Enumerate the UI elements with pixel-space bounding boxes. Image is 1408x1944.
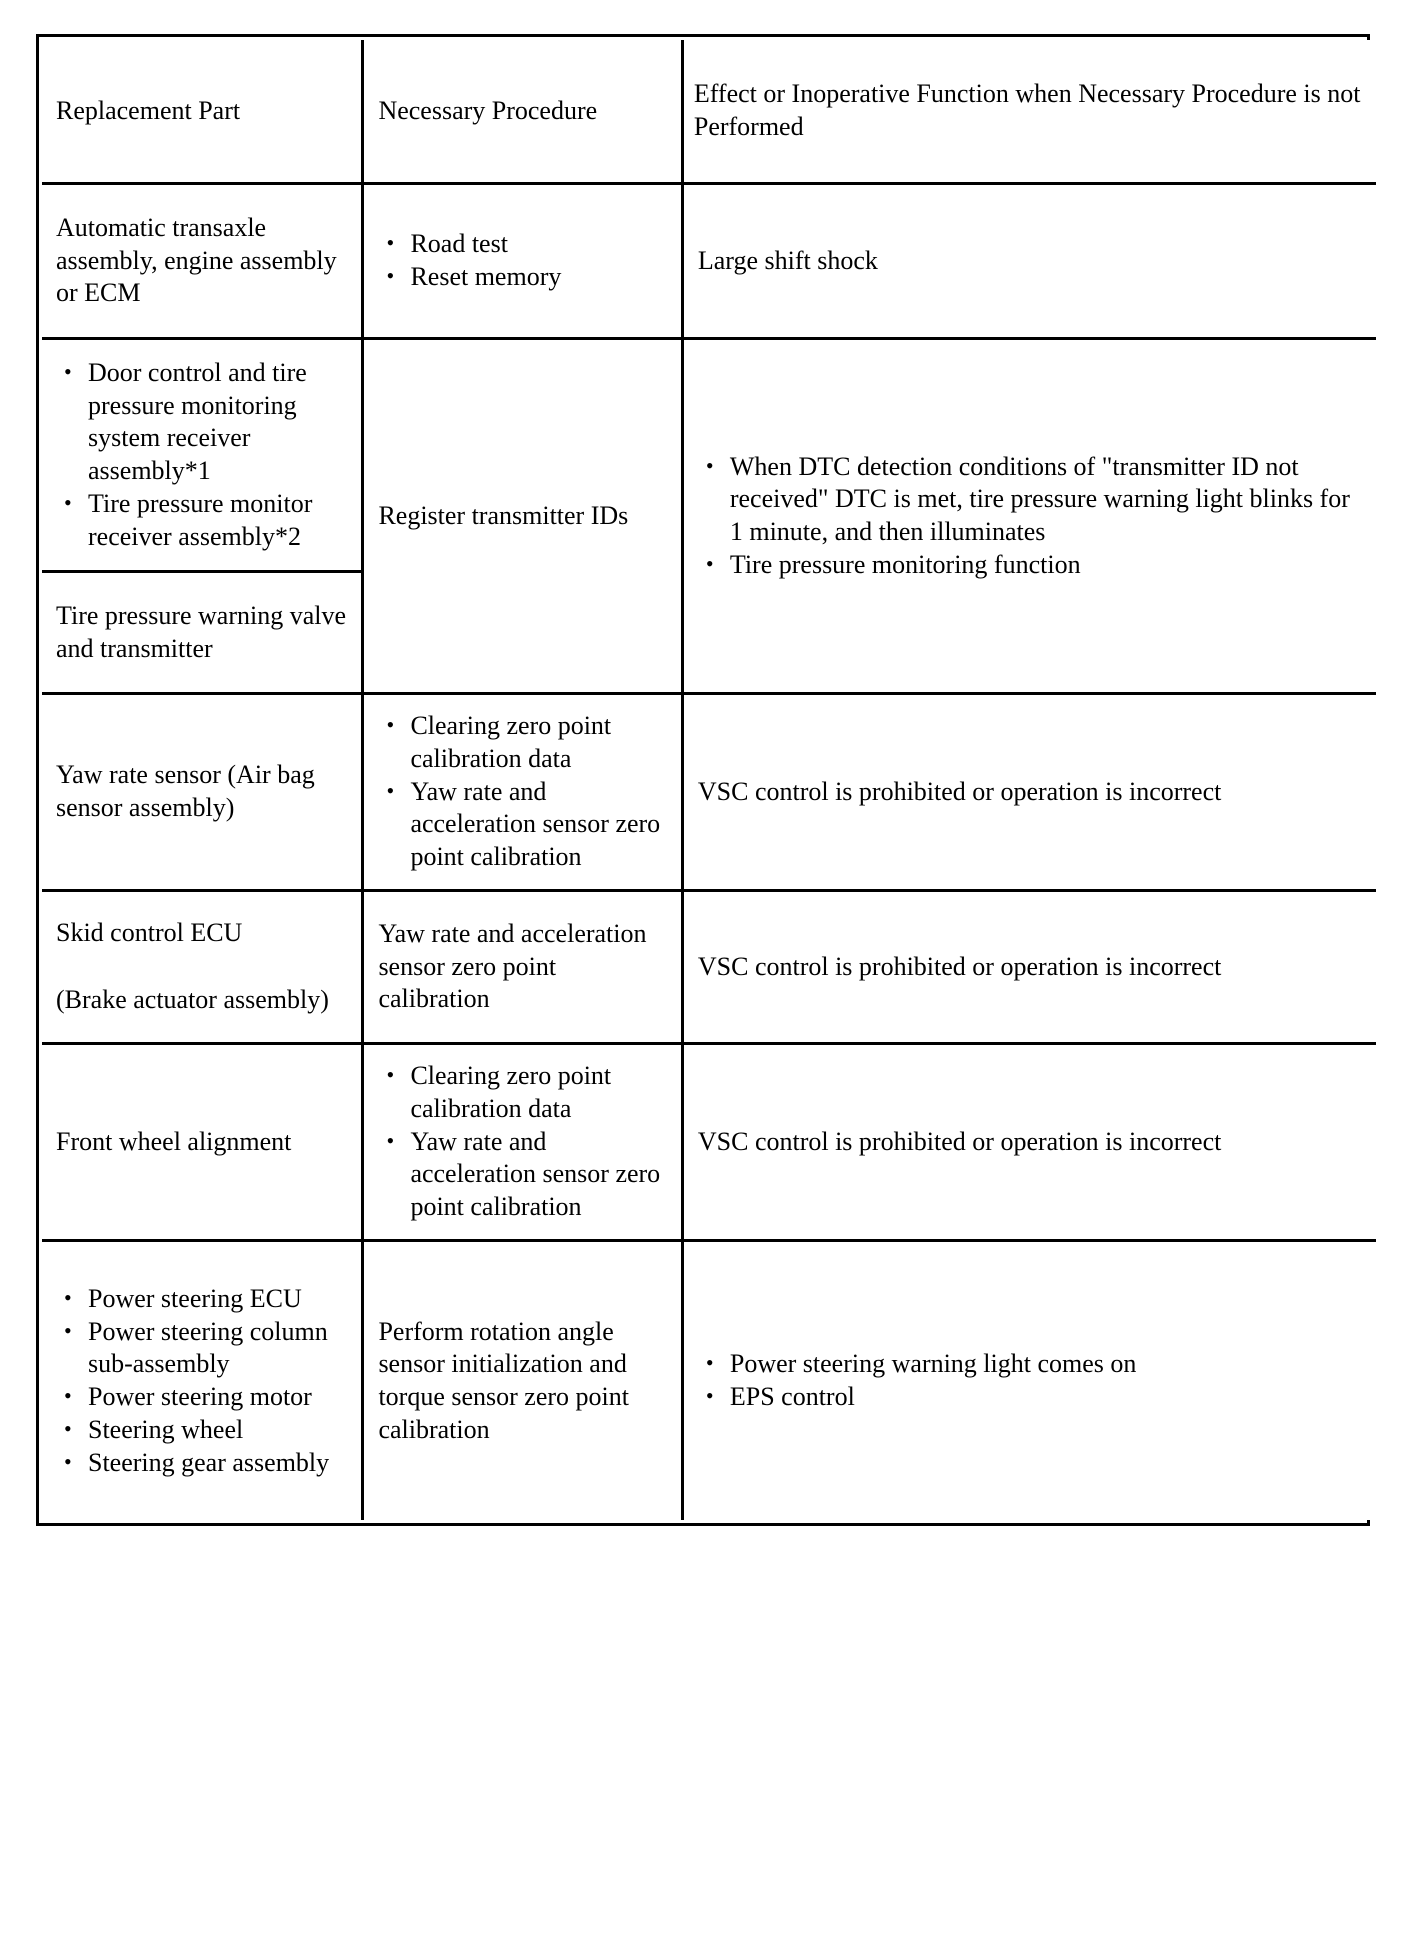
list-item: Clearing zero point calibration data — [378, 1059, 668, 1126]
list-item: Power steering column sub-assembly — [56, 1315, 349, 1382]
replacement-part-procedure-table: Replacement Part Necessary Procedure Eff… — [42, 40, 1376, 1520]
cell-effect: VSC control is prohibited or operation i… — [683, 1045, 1376, 1242]
cell-effect: Power steering warning light comes on EP… — [683, 1242, 1376, 1520]
table-row: Yaw rate sensor (Air bag sensor assembly… — [42, 695, 1376, 892]
list-item: Power steering ECU — [56, 1282, 349, 1316]
cell-necessary-procedure: Clearing zero point calibration data Yaw… — [364, 695, 684, 892]
cell-replacement-part: Power steering ECU Power steering column… — [42, 1242, 365, 1520]
cell-effect: VSC control is prohibited or operation i… — [683, 892, 1376, 1045]
table-row: Tire pressure warning valve and transmit… — [42, 573, 1376, 695]
part-bullet-list: Power steering ECU Power steering column… — [56, 1282, 349, 1480]
list-item: Clearing zero point calibration data — [378, 709, 668, 776]
cell-effect: Large shift shock — [683, 185, 1376, 340]
table-header: Replacement Part Necessary Procedure Eff… — [42, 40, 1376, 185]
column-header-replacement-part: Replacement Part — [42, 40, 365, 185]
column-header-necessary-procedure: Necessary Procedure — [364, 40, 684, 185]
part-text: Tire pressure warning valve and transmit… — [56, 600, 347, 663]
effect-bullet-list: When DTC detection conditions of "transm… — [698, 449, 1364, 582]
cell-replacement-part: Yaw rate sensor (Air bag sensor assembly… — [42, 695, 365, 892]
effect-text: VSC control is prohibited or operation i… — [697, 776, 1222, 806]
list-item: Yaw rate and acceleration sensor zero po… — [378, 775, 668, 874]
effect-text: VSC control is prohibited or operation i… — [697, 1126, 1222, 1156]
table-header-row: Replacement Part Necessary Procedure Eff… — [42, 40, 1376, 185]
table-row: Skid control ECU (Brake actuator assembl… — [42, 892, 1376, 1045]
procedure-text: Register transmitter IDs — [378, 500, 629, 530]
cell-necessary-procedure: Yaw rate and acceleration sensor zero po… — [364, 892, 684, 1045]
part-text: Front wheel alignment — [56, 1126, 292, 1156]
list-item: When DTC detection conditions of "transm… — [698, 449, 1364, 549]
list-item: Door control and tire pressure monitorin… — [56, 356, 349, 488]
part-text-block: Skid control ECU (Brake actuator assembl… — [56, 917, 349, 1017]
list-item: Road test — [378, 227, 668, 261]
cell-necessary-procedure: Clearing zero point calibration data Yaw… — [364, 1045, 684, 1242]
part-text: Yaw rate sensor (Air bag sensor assembly… — [56, 760, 315, 822]
procedure-text: Yaw rate and acceleration sensor zero po… — [378, 918, 647, 1014]
effect-text: VSC control is prohibited or operation i… — [697, 951, 1222, 981]
procedure-text: Perform rotation angle sensor initializa… — [378, 1316, 629, 1444]
table-frame: Replacement Part Necessary Procedure Eff… — [36, 34, 1376, 1526]
table-row: Automatic transaxle assembly, engine ass… — [42, 185, 1376, 340]
cell-necessary-procedure: Perform rotation angle sensor initializa… — [364, 1242, 684, 1520]
cell-replacement-part: Front wheel alignment — [42, 1045, 365, 1242]
list-item: Tire pressure monitoring function — [698, 548, 1364, 582]
cell-necessary-procedure: Register transmitter IDs — [364, 340, 684, 695]
column-header-effect-or-inoperative-function: Effect or Inoperative Function when Nece… — [683, 40, 1376, 185]
list-item: Power steering motor — [56, 1380, 349, 1414]
part-text-line-1: Skid control ECU — [56, 918, 243, 948]
part-bullet-list: Door control and tire pressure monitorin… — [56, 356, 349, 554]
list-item: Reset memory — [378, 260, 668, 294]
list-item: Steering gear assembly — [56, 1446, 349, 1480]
cell-effect: When DTC detection conditions of "transm… — [683, 340, 1376, 695]
effect-bullet-list: Power steering warning light comes on EP… — [698, 1347, 1364, 1414]
list-item: Yaw rate and acceleration sensor zero po… — [378, 1125, 668, 1224]
procedure-bullet-list: Clearing zero point calibration data Yaw… — [378, 1059, 668, 1224]
part-text: Automatic transaxle assembly, engine ass… — [56, 212, 337, 308]
cell-effect: VSC control is prohibited or operation i… — [683, 695, 1376, 892]
cell-replacement-part: Tire pressure warning valve and transmit… — [42, 573, 365, 695]
list-item: EPS control — [698, 1380, 1364, 1414]
effect-text: Large shift shock — [697, 245, 878, 275]
cell-replacement-part: Skid control ECU (Brake actuator assembl… — [42, 892, 365, 1045]
procedure-bullet-list: Road test Reset memory — [378, 227, 668, 294]
list-item: Tire pressure monitor receiver assembly*… — [56, 487, 349, 554]
table-row: Front wheel alignment Clearing zero poin… — [42, 1045, 1376, 1242]
table-body: Automatic transaxle assembly, engine ass… — [42, 185, 1376, 1520]
part-text-line-2: (Brake actuator assembly) — [56, 985, 329, 1014]
table-row: Door control and tire pressure monitorin… — [42, 340, 1376, 695]
cell-replacement-part: Door control and tire pressure monitorin… — [42, 340, 365, 573]
list-item: Steering wheel — [56, 1413, 349, 1447]
cell-replacement-part: Automatic transaxle assembly, engine ass… — [42, 185, 365, 340]
cell-necessary-procedure: Road test Reset memory — [364, 185, 684, 340]
table-row: Power steering ECU Power steering column… — [42, 1242, 1376, 1520]
list-item: Power steering warning light comes on — [698, 1347, 1364, 1381]
procedure-bullet-list: Clearing zero point calibration data Yaw… — [378, 709, 668, 874]
